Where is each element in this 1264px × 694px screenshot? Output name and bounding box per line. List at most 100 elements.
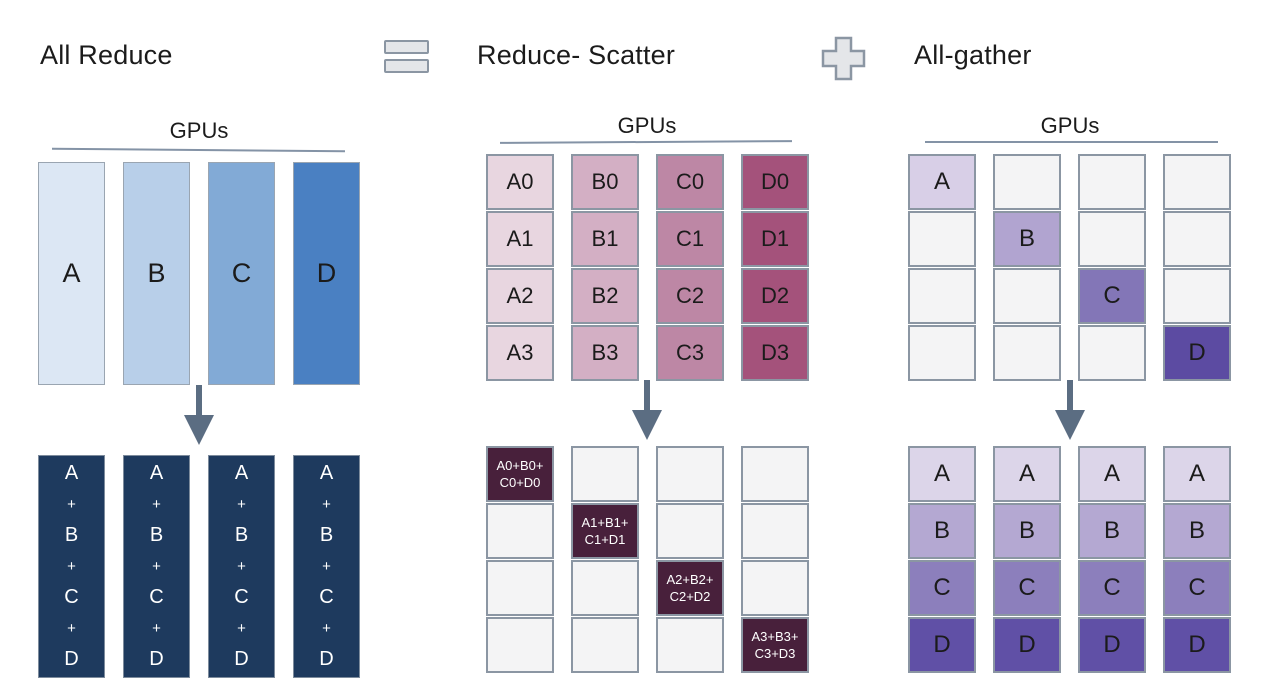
cell-sum-1: A1+B1+ C1+D1 [571, 503, 639, 559]
gather-input-column: A [908, 154, 976, 381]
result-column: A0+B0+ C0+D0 [486, 446, 554, 673]
cell-a: A [1163, 446, 1231, 502]
sum-line: + [152, 558, 161, 575]
cell-a0: A0 [486, 154, 554, 210]
cell-c: C [1078, 560, 1146, 616]
sum-text-line: A1+B1+ [581, 515, 629, 530]
cell-a1: A1 [486, 211, 554, 267]
cell-b: B [993, 503, 1061, 559]
result-column: A1+B1+ C1+D1 [571, 446, 639, 673]
cell-empty [908, 211, 976, 267]
cell-d0: D0 [741, 154, 809, 210]
cell-empty [741, 446, 809, 502]
cell-empty [1078, 325, 1146, 381]
gpus-label-all-reduce: GPUs [169, 118, 229, 143]
cell-empty [993, 154, 1061, 210]
cell-b0: B0 [571, 154, 639, 210]
sum-text-line: C0+D0 [499, 475, 541, 490]
sum-line: + [152, 496, 161, 513]
gpus-label-reduce-scatter: GPUs [617, 113, 677, 138]
sum-line: A [64, 462, 79, 484]
equals-bar-top [384, 40, 429, 54]
sum-text-line: C2+D2 [669, 589, 711, 604]
all-reduce-title: All Reduce [40, 40, 173, 70]
cell-c0: C0 [656, 154, 724, 210]
gpus-underline-all-reduce [51, 147, 346, 153]
cell-b: B [1163, 503, 1231, 559]
cell-c1: C1 [656, 211, 724, 267]
reduce-scatter-title: Reduce- Scatter [477, 40, 676, 70]
cell-empty [486, 503, 554, 559]
sum-line: C [234, 586, 249, 608]
sum-line: D [319, 648, 334, 670]
sum-line: A [234, 462, 249, 484]
cell-empty [993, 325, 1061, 381]
down-arrow-all-gather [1055, 380, 1085, 440]
sum-column: A+B+C+D [38, 455, 105, 678]
sum-line: D [64, 648, 79, 670]
sum-text-line: A3+B3+ [751, 629, 799, 644]
sum-line: + [322, 620, 331, 637]
cell-b: B [1078, 503, 1146, 559]
cell-d: D [908, 617, 976, 673]
cell-d3: D3 [741, 325, 809, 381]
cell-empty [1163, 211, 1231, 267]
sum-text-line: A0+B0+ [496, 458, 544, 473]
cell-b1: B1 [571, 211, 639, 267]
sum-line: B [64, 524, 79, 546]
cell-a: A [1078, 446, 1146, 502]
down-arrow-all-reduce [184, 385, 214, 445]
cell-empty [486, 617, 554, 673]
gather-input-column: D [1163, 154, 1231, 381]
cell-sum-2: A2+B2+C2+D2 [656, 560, 724, 616]
cell-a: A [908, 446, 976, 502]
sum-line: + [322, 496, 331, 513]
cell-empty [741, 560, 809, 616]
cell-c: C [993, 560, 1061, 616]
cell-b2: B2 [571, 268, 639, 324]
sum-line: + [152, 620, 161, 637]
sum-column: A+B+C+D [208, 455, 275, 678]
cell-sum-0: A0+B0+ C0+D0 [486, 446, 554, 502]
sum-text-line: C3+D3 [754, 646, 796, 661]
gather-input-column: C [1078, 154, 1146, 381]
cell-empty [993, 268, 1061, 324]
cell-d: D [993, 617, 1061, 673]
gpu-column-d: D [293, 162, 360, 385]
sum-line: A [319, 462, 334, 484]
gpu-column-a: A [38, 162, 105, 385]
cell-c: C [1163, 560, 1231, 616]
sum-line: + [67, 496, 76, 513]
sum-line: C [64, 586, 79, 608]
cell-empty [656, 617, 724, 673]
cell-empty [571, 446, 639, 502]
equals-icon [384, 40, 429, 73]
sum-line: C [319, 586, 334, 608]
sum-line: + [237, 558, 246, 575]
all-gather-title: All-gather [914, 40, 1032, 70]
cell-empty [1078, 211, 1146, 267]
cell-empty [1163, 268, 1231, 324]
sum-text-line: C1+D1 [584, 532, 626, 547]
cell-empty [571, 560, 639, 616]
cell-empty [908, 325, 976, 381]
cell-d: D [1163, 325, 1231, 381]
cell-c2: C2 [656, 268, 724, 324]
cell-c: C [908, 560, 976, 616]
sum-line: + [237, 620, 246, 637]
cell-a: A [993, 446, 1061, 502]
sum-line: B [149, 524, 164, 546]
cell-empty [1078, 154, 1146, 210]
sum-line: A [149, 462, 164, 484]
